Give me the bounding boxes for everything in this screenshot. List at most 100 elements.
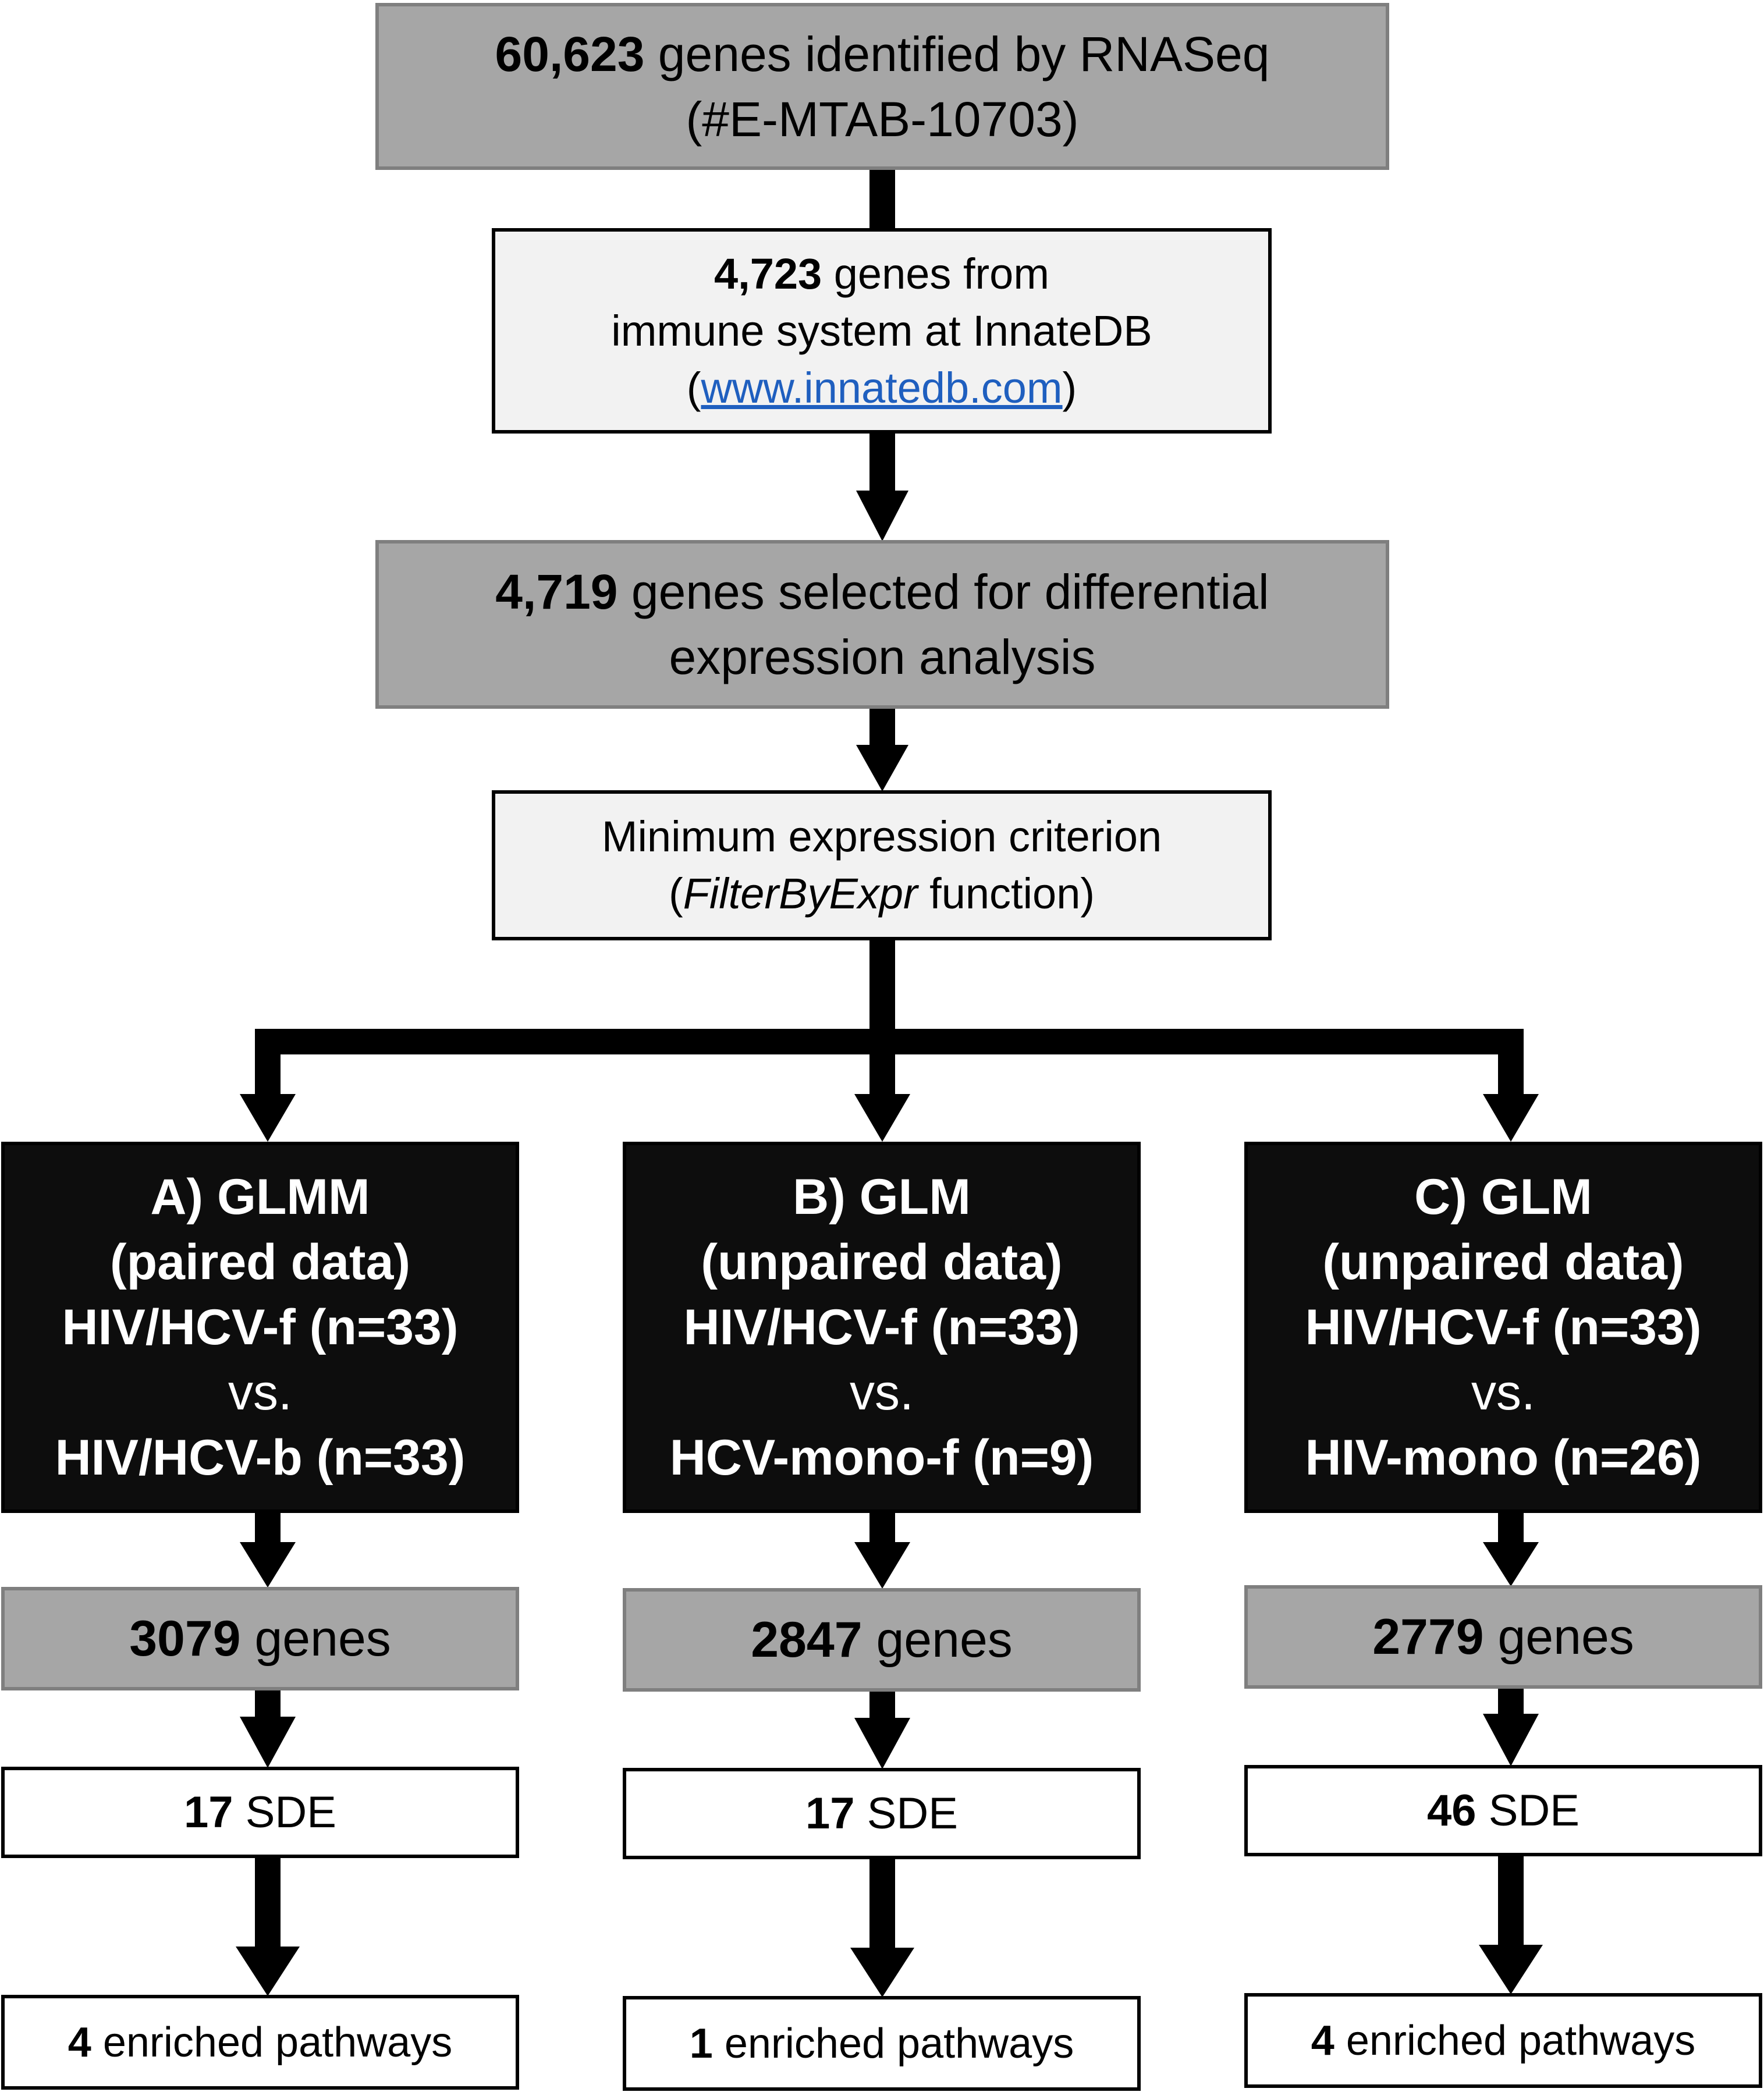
innatedb-paren-open: ( [686,363,701,412]
innatedb-genes-text: genes from [833,249,1049,298]
arrowhead-pathways-b [850,1948,914,1997]
genes-c-label: genes [1497,1609,1634,1665]
sde-c-box: 46 SDE [1244,1765,1762,1856]
model-b-group1: HIV/HCV-f (n=33) [683,1299,1080,1355]
connector-c-genes [1498,1512,1524,1544]
genes-b-label: genes [876,1612,1013,1668]
model-a-data-type: (paired data) [109,1234,411,1290]
pathways-c-label: enriched pathways [1346,2017,1696,2064]
sde-b-label: SDE [867,1788,958,1838]
rnaseq-genes-box: 60,623 genes identified by RNASeq (#E-MT… [375,3,1389,170]
rnaseq-genes-text: genes identified by RNASeq [658,26,1270,81]
connector-a-genes [255,1512,281,1544]
arrowhead-filter [856,745,908,791]
arrowhead-pathways-a [236,1947,300,1996]
filter-criterion-box: Minimum expression criterion (FilterByEx… [492,790,1272,940]
connector-b-genes [869,1512,895,1544]
selected-genes-box: 4,719 genes selected for differential ex… [375,540,1389,709]
model-a-group1: HIV/HCV-f (n=33) [62,1299,459,1355]
model-c-title: C) GLM [1414,1169,1592,1225]
innatedb-url-line: (www.innatedb.com) [687,360,1077,417]
model-b-title: B) GLM [793,1169,971,1225]
genes-c-line: 2779 genes [1372,1604,1634,1670]
model-c-data-type: (unpaired data) [1322,1234,1684,1290]
model-c-group1: HIV/HCV-f (n=33) [1305,1299,1702,1355]
connector-drop-b [869,1042,895,1096]
connector-selected-filter [869,707,895,745]
innatedb-genes-box: 4,723 genes from immune system at Innate… [492,228,1272,434]
connector-a-sde [255,1689,281,1718]
pathways-b-label: enriched pathways [724,2020,1074,2067]
connector-c-sde [1498,1688,1524,1715]
genes-b-box: 2847 genes [623,1588,1141,1692]
selected-genes-count: 4,719 [495,564,618,619]
model-c-vs: vs. [1471,1365,1535,1420]
genes-a-label: genes [254,1611,391,1667]
genes-c-count: 2779 [1372,1609,1484,1665]
sde-b-box: 17 SDE [623,1768,1141,1859]
sde-a-count: 17 [184,1787,233,1837]
pathways-a-line: 4 enriched pathways [68,2015,452,2070]
pathways-c-line: 4 enriched pathways [1311,2013,1695,2069]
arrowhead-genes-c [1483,1542,1539,1586]
pathways-a-box: 4 enriched pathways [1,1995,519,2090]
sde-c-count: 46 [1427,1785,1476,1835]
model-b-vs: vs. [850,1365,914,1420]
rnaseq-genes-count: 60,623 [495,26,645,81]
rnaseq-accession: (#E-MTAB-10703) [686,91,1079,147]
filter-criterion-line: Minimum expression criterion [601,812,1162,861]
model-b-box: B) GLM (unpaired data) HIV/HCV-f (n=33) … [623,1142,1141,1513]
model-a-vs: vs. [228,1365,292,1420]
innatedb-paren-close: ) [1062,363,1077,412]
selected-genes-text: genes selected for differential [631,564,1269,619]
rnaseq-genes-line: 60,623 genes identified by RNASeq [495,22,1270,87]
genes-a-line: 3079 genes [129,1606,391,1671]
arrowhead-sde-a [240,1717,296,1768]
arrowhead-selected [856,491,908,541]
model-a-box: A) GLMM (paired data) HIV/HCV-f (n=33) v… [1,1142,519,1513]
innatedb-genes-line: 4,723 genes from [714,246,1049,303]
sde-c-label: SDE [1488,1785,1580,1835]
genes-c-box: 2779 genes [1244,1585,1762,1689]
filter-function-name: FilterByExpr [683,869,918,918]
pathways-b-count: 1 [689,2020,713,2067]
pathways-a-label: enriched pathways [102,2019,453,2066]
arrowhead-genes-a [240,1542,296,1587]
connector-innatedb-selected [869,432,895,491]
pathways-b-line: 1 enriched pathways [690,2016,1074,2072]
genes-b-count: 2847 [751,1612,863,1668]
connector-top-innatedb [869,168,895,229]
pathways-c-box: 4 enriched pathways [1244,1993,1762,2088]
sde-a-label: SDE [245,1787,336,1837]
model-b-data-type: (unpaired data) [701,1234,1063,1290]
connector-drop-a [255,1029,281,1096]
connector-filter-trunk [869,939,895,1042]
sde-a-line: 17 SDE [184,1784,336,1842]
model-c-box: C) GLM (unpaired data) HIV/HCV-f (n=33) … [1244,1142,1762,1513]
arrowhead-sde-c [1483,1714,1539,1766]
connector-a-pathways [255,1856,281,1948]
sde-a-box: 17 SDE [1,1767,519,1858]
model-a-title: A) GLMM [150,1169,370,1225]
model-b-group2: HCV-mono-f (n=9) [669,1430,1094,1486]
innatedb-genes-count: 4,723 [714,249,822,298]
innatedb-link[interactable]: www.innatedb.com [701,363,1063,412]
filter-function-line: (FilterByExpr function) [669,865,1095,922]
connector-b-pathways [869,1857,895,1949]
arrowhead-genes-b [854,1542,910,1589]
connector-c-pathways [1498,1855,1524,1947]
sde-c-line: 46 SDE [1427,1782,1580,1840]
genes-a-count: 3079 [129,1611,241,1667]
pathways-b-box: 1 enriched pathways [623,1996,1141,2091]
arrowhead-pathways-c [1479,1945,1543,1994]
connector-drop-c [1498,1029,1524,1096]
sde-b-line: 17 SDE [805,1785,958,1843]
filter-function-tail: function) [929,869,1095,918]
pathways-a-count: 4 [68,2019,91,2066]
selected-genes-line2: expression analysis [669,630,1096,684]
arrowhead-model-a [240,1094,296,1142]
pathways-c-count: 4 [1311,2017,1334,2064]
connector-b-sde [869,1690,895,1720]
selected-genes-line: 4,719 genes selected for differential [495,559,1269,624]
